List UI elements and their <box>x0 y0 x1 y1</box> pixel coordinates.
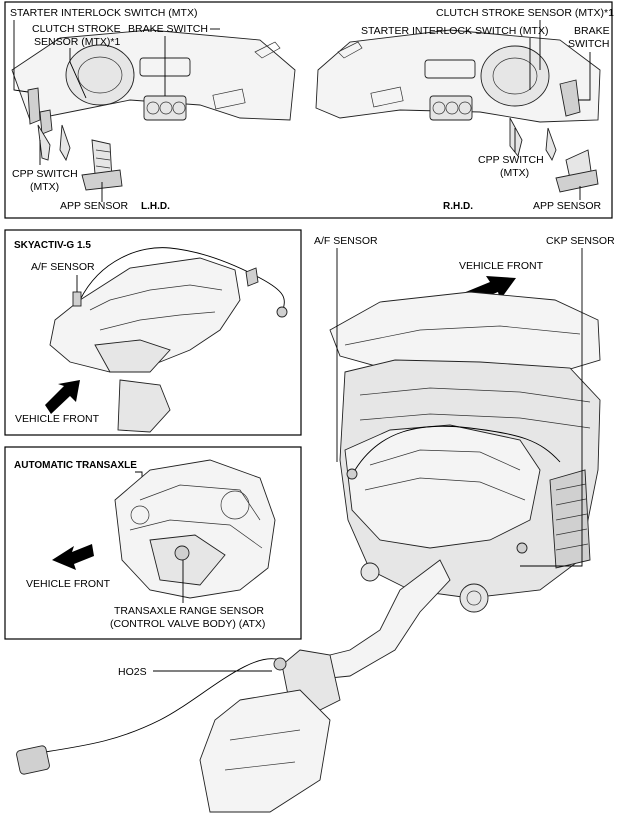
engine-ho2s-label: HO2S <box>118 666 147 678</box>
lhd-cpp-switch-label-2: (MTX) <box>30 181 59 193</box>
lhd-dashboard-illustration <box>11 29 296 191</box>
atx-title: AUTOMATIC TRANSAXLE <box>14 460 137 471</box>
rhd-app-sensor-label: APP SENSOR <box>533 200 601 212</box>
atx-vehicle-front-arrow <box>52 544 94 570</box>
lhd-brake-switch-label: BRAKE SWITCH <box>128 23 208 35</box>
lhd-clutch-stroke-label-1: CLUTCH STROKE <box>32 23 121 35</box>
skyactiv-panel-frame <box>4 229 302 436</box>
lhd-cpp-switch-label-1: CPP SWITCH <box>12 168 78 180</box>
rhd-tag: R.H.D. <box>443 201 473 212</box>
engine-ckp-sensor-label: CKP SENSOR <box>546 235 615 247</box>
rhd-cpp-switch-label-2: (MTX) <box>500 167 529 179</box>
lhd-clutch-stroke-label-2: SENSOR (MTX)*1 <box>34 36 121 48</box>
atx-panel-frame <box>4 446 302 640</box>
atx-transaxle-illustration <box>114 459 276 599</box>
rhd-brake-label-2: SWITCH <box>568 38 609 50</box>
exhaust-pipe-illustration <box>16 559 451 813</box>
engine-illustration <box>329 291 601 613</box>
rhd-cpp-switch-label-1: CPP SWITCH <box>478 154 544 166</box>
rhd-brake-label-1: BRAKE <box>574 25 610 37</box>
rhd-starter-interlock-label: STARTER INTERLOCK SWITCH (MTX) <box>361 25 548 37</box>
rhd-clutch-stroke-label: CLUTCH STROKE SENSOR (MTX)*1 <box>436 7 614 19</box>
atx-range-sensor-label-1: TRANSAXLE RANGE SENSOR <box>114 605 264 617</box>
lhd-leader-lines <box>13 20 220 202</box>
lhd-app-sensor-label: APP SENSOR <box>60 200 128 212</box>
lhd-tag: L.H.D. <box>141 201 170 212</box>
skyactiv-exhaust-manifold-illustration <box>49 247 288 433</box>
skyactiv-vehicle-front-arrow <box>45 380 80 414</box>
rhd-dashboard-illustration <box>315 29 601 193</box>
engine-af-sensor-label: A/F SENSOR <box>314 235 378 247</box>
atx-vehicle-front-label: VEHICLE FRONT <box>26 578 111 590</box>
skyactiv-title: SKYACTIV-G 1.5 <box>14 240 91 251</box>
engine-leader-lines <box>153 248 583 672</box>
skyactiv-af-sensor-label: A/F SENSOR <box>31 261 95 273</box>
top-panel-frame <box>4 1 613 219</box>
atx-range-sensor-label-2: (CONTROL VALVE BODY) (ATX) <box>110 618 265 630</box>
lhd-starter-interlock-label: STARTER INTERLOCK SWITCH (MTX) <box>10 7 197 19</box>
engine-vehicle-front-label: VEHICLE FRONT <box>459 260 544 272</box>
rhd-leader-lines <box>514 20 591 200</box>
skyactiv-vehicle-front-label: VEHICLE FRONT <box>15 413 100 425</box>
